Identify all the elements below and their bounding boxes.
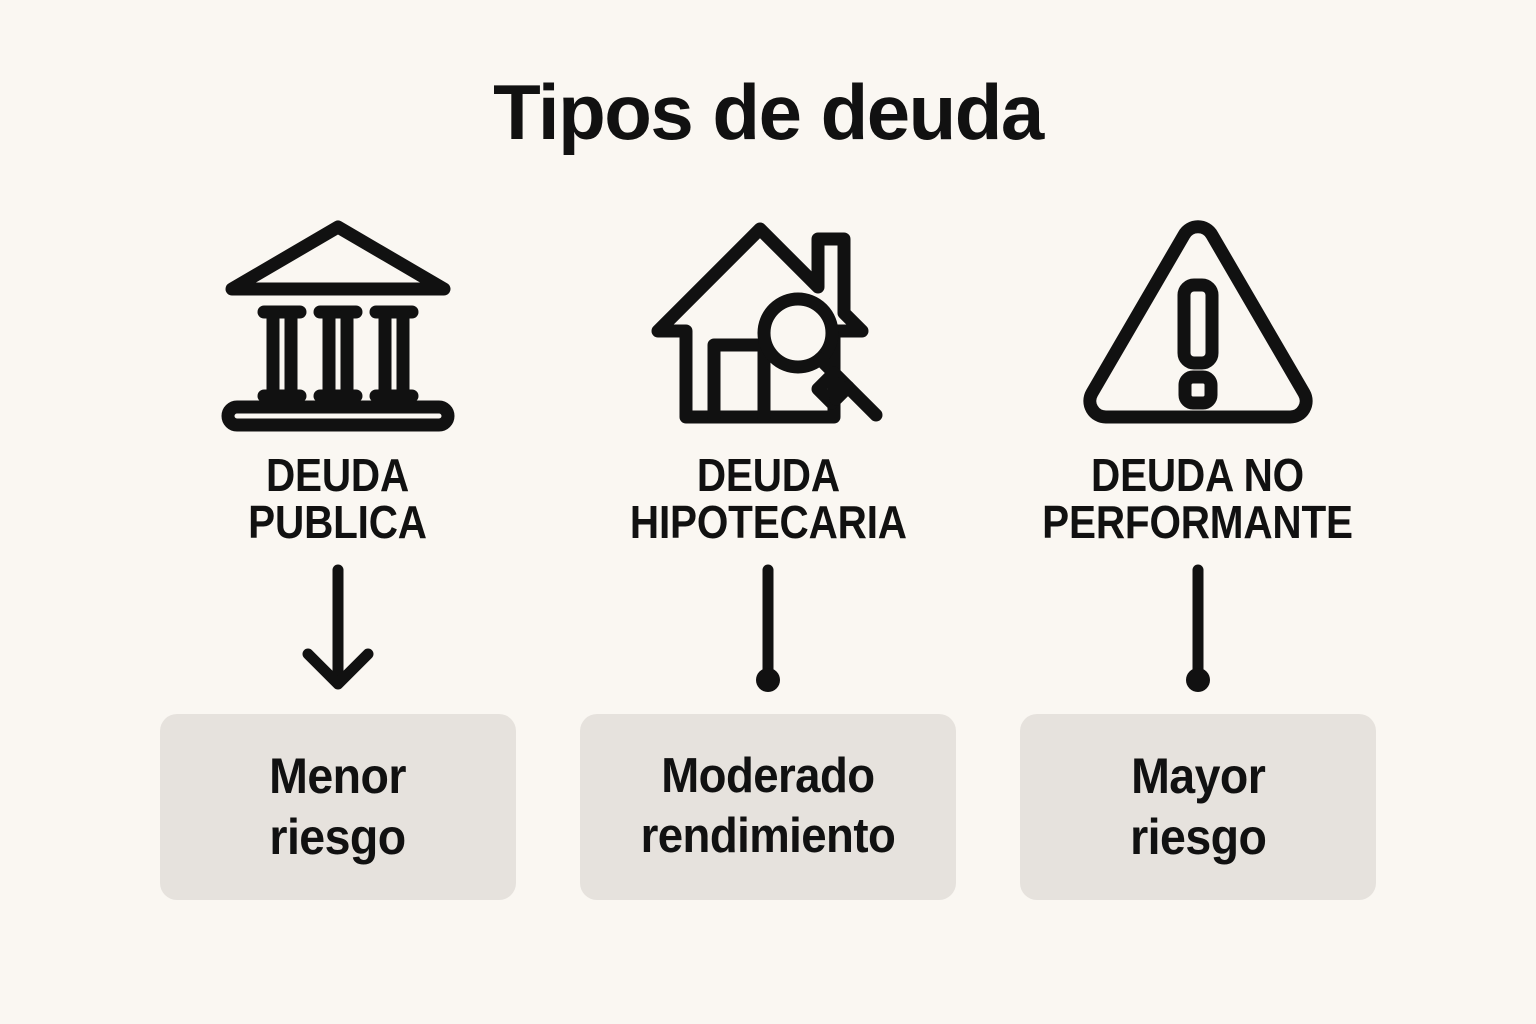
category-label-line1: DEUDA NO (1091, 449, 1305, 501)
connector-arrow-down (298, 564, 378, 714)
category-label-public-debt: DEUDA PUBLICA (249, 452, 428, 546)
outcome-box-lower-risk[interactable]: Menor riesgo (160, 713, 516, 900)
outcome-text: Menor riesgo (270, 746, 407, 868)
category-label-line2: PERFORMANTE (1042, 495, 1354, 548)
page-title: Tipos de deuda (493, 68, 1044, 156)
outcome-box-moderate-yield[interactable]: Moderado rendimiento (580, 713, 956, 900)
house-with-key-icon (648, 205, 888, 440)
outcome-line2: riesgo (1129, 808, 1267, 865)
category-column-mortgage-debt: DEUDA HIPOTECARIA Moderado rendimiento (553, 205, 983, 900)
outcome-line2: riesgo (269, 808, 407, 865)
outcome-line1: Menor (269, 747, 407, 804)
category-label-line1: DEUDA (696, 449, 840, 501)
outcome-text: Mayor riesgo (1129, 746, 1267, 868)
category-label-mortgage-debt: DEUDA HIPOTECARIA (630, 452, 907, 546)
category-label-line2: PUBLICA (248, 495, 428, 548)
outcome-line2: rendimiento (640, 808, 896, 863)
category-label-line2: HIPOTECARIA (629, 495, 907, 548)
connector-line-with-dot (728, 564, 808, 714)
category-label-non-performing-debt: DEUDA NO PERFORMANTE (1043, 452, 1354, 546)
category-column-non-performing-debt: DEUDA NO PERFORMANTE Mayor riesgo (983, 205, 1413, 900)
outcome-text: Moderado rendimiento (641, 747, 896, 867)
warning-triangle-icon (1078, 205, 1318, 440)
outcome-box-higher-risk[interactable]: Mayor riesgo (1020, 713, 1376, 900)
connector-line-with-dot (1158, 564, 1238, 714)
bank-building-icon (218, 205, 458, 440)
outcome-line1: Moderado (661, 749, 875, 804)
category-column-public-debt: DEUDA PUBLICA Menor riesgo (123, 205, 553, 900)
category-label-line1: DEUDA (266, 449, 410, 501)
outcome-line1: Mayor (1130, 747, 1266, 804)
category-columns: DEUDA PUBLICA Menor riesgo (0, 205, 1536, 965)
